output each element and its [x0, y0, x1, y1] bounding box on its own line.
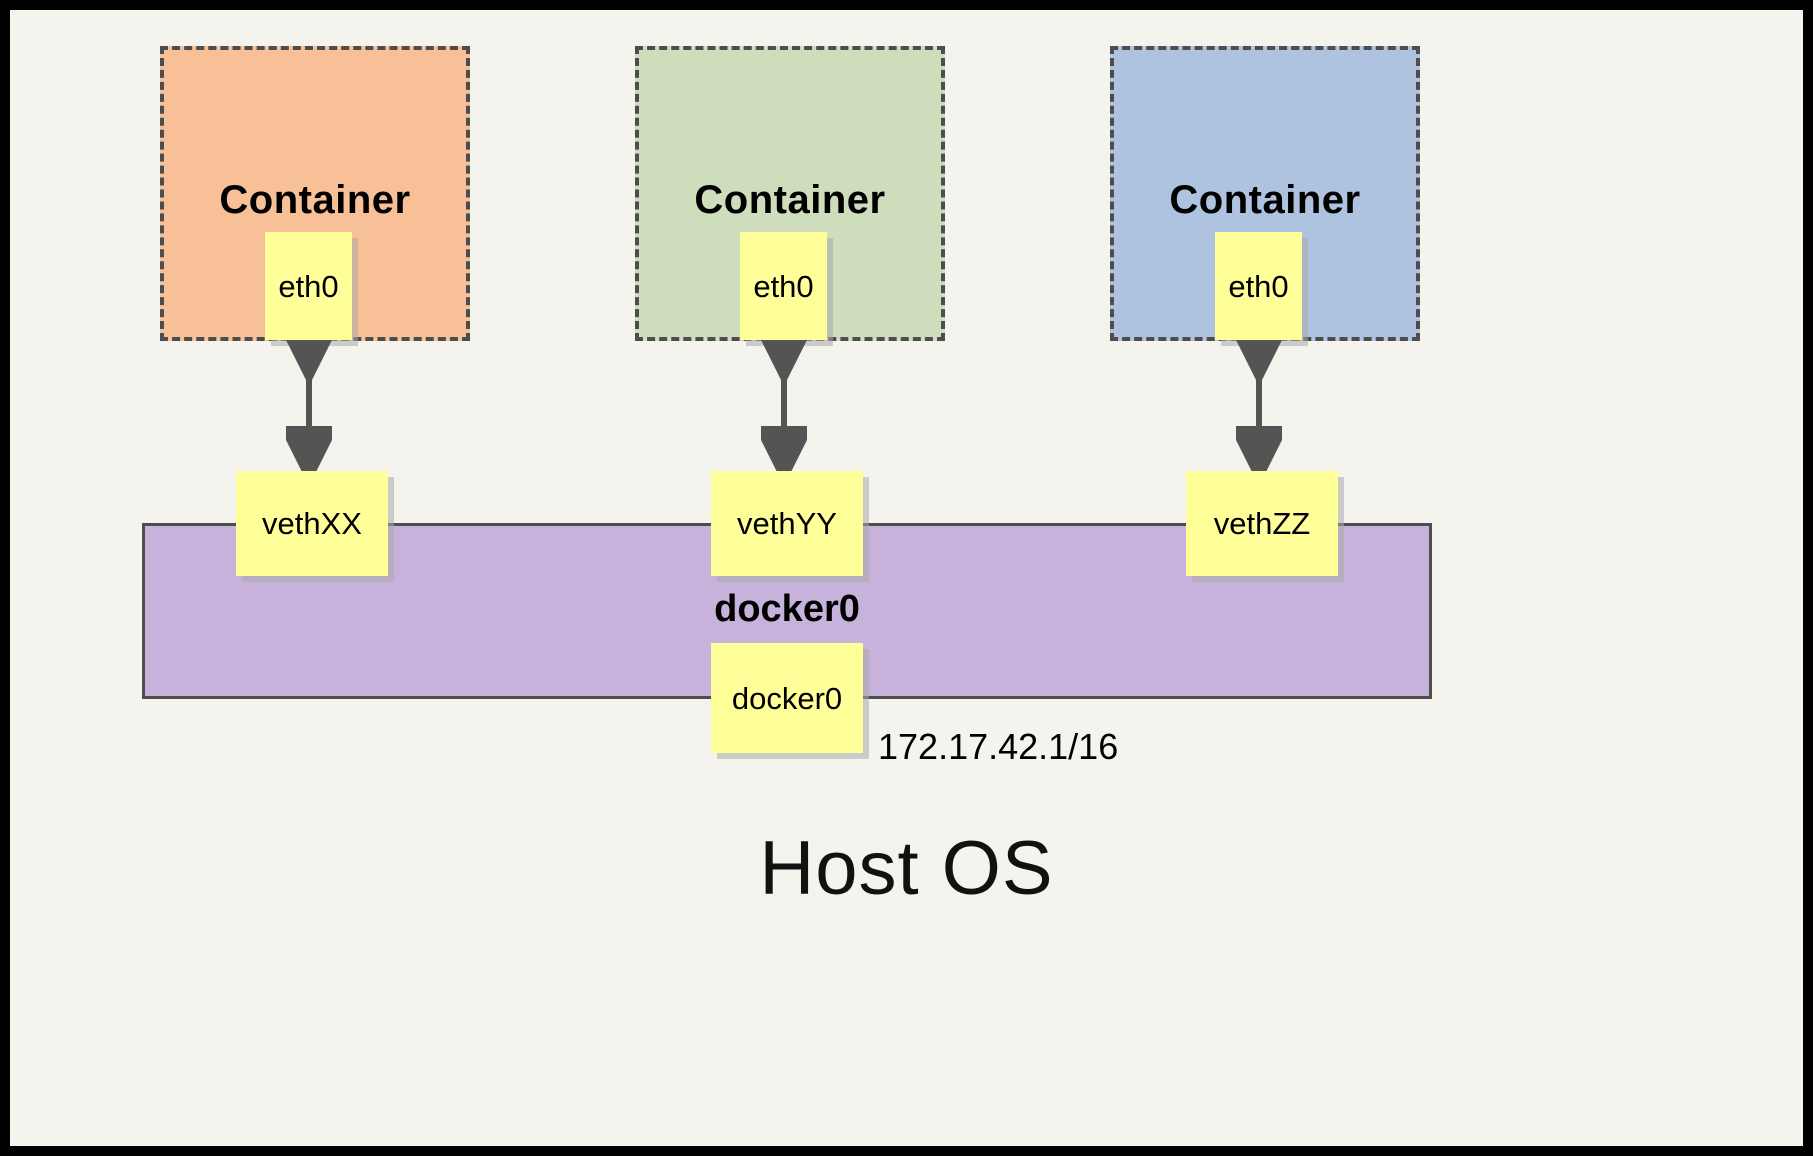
docker0-bridge-label: docker0 [714, 588, 860, 630]
eth0-interface-2: eth0 [740, 232, 827, 340]
host-os-label: Host OS [759, 826, 1054, 911]
container-title-2: Container [694, 178, 886, 222]
veth-box-2: vethYY [711, 471, 863, 576]
diagram-stage: Container eth0 Container eth0 Container … [10, 10, 1803, 1146]
link-arrow-1 [286, 340, 332, 472]
veth-box-1: vethXX [236, 471, 388, 576]
docker0-interface-box: docker0 [711, 643, 863, 753]
veth-box-3: vethZZ [1186, 471, 1338, 576]
eth0-interface-1: eth0 [265, 232, 352, 340]
link-arrow-3 [1236, 340, 1282, 472]
docker0-interface-label: docker0 [731, 680, 843, 716]
veth-label-2: vethYY [737, 506, 837, 541]
bridge-ip-address: 172.17.42.1/16 [878, 726, 1119, 767]
eth0-label-2: eth0 [753, 268, 814, 304]
eth0-interface-3: eth0 [1215, 232, 1302, 340]
veth-label-3: vethZZ [1213, 506, 1311, 541]
veth-label-1: vethXX [262, 506, 362, 541]
eth0-label-1: eth0 [278, 268, 339, 304]
container-title-1: Container [219, 178, 411, 222]
container-title-3: Container [1169, 178, 1361, 222]
eth0-label-3: eth0 [1228, 268, 1289, 304]
link-arrow-2 [761, 340, 807, 472]
